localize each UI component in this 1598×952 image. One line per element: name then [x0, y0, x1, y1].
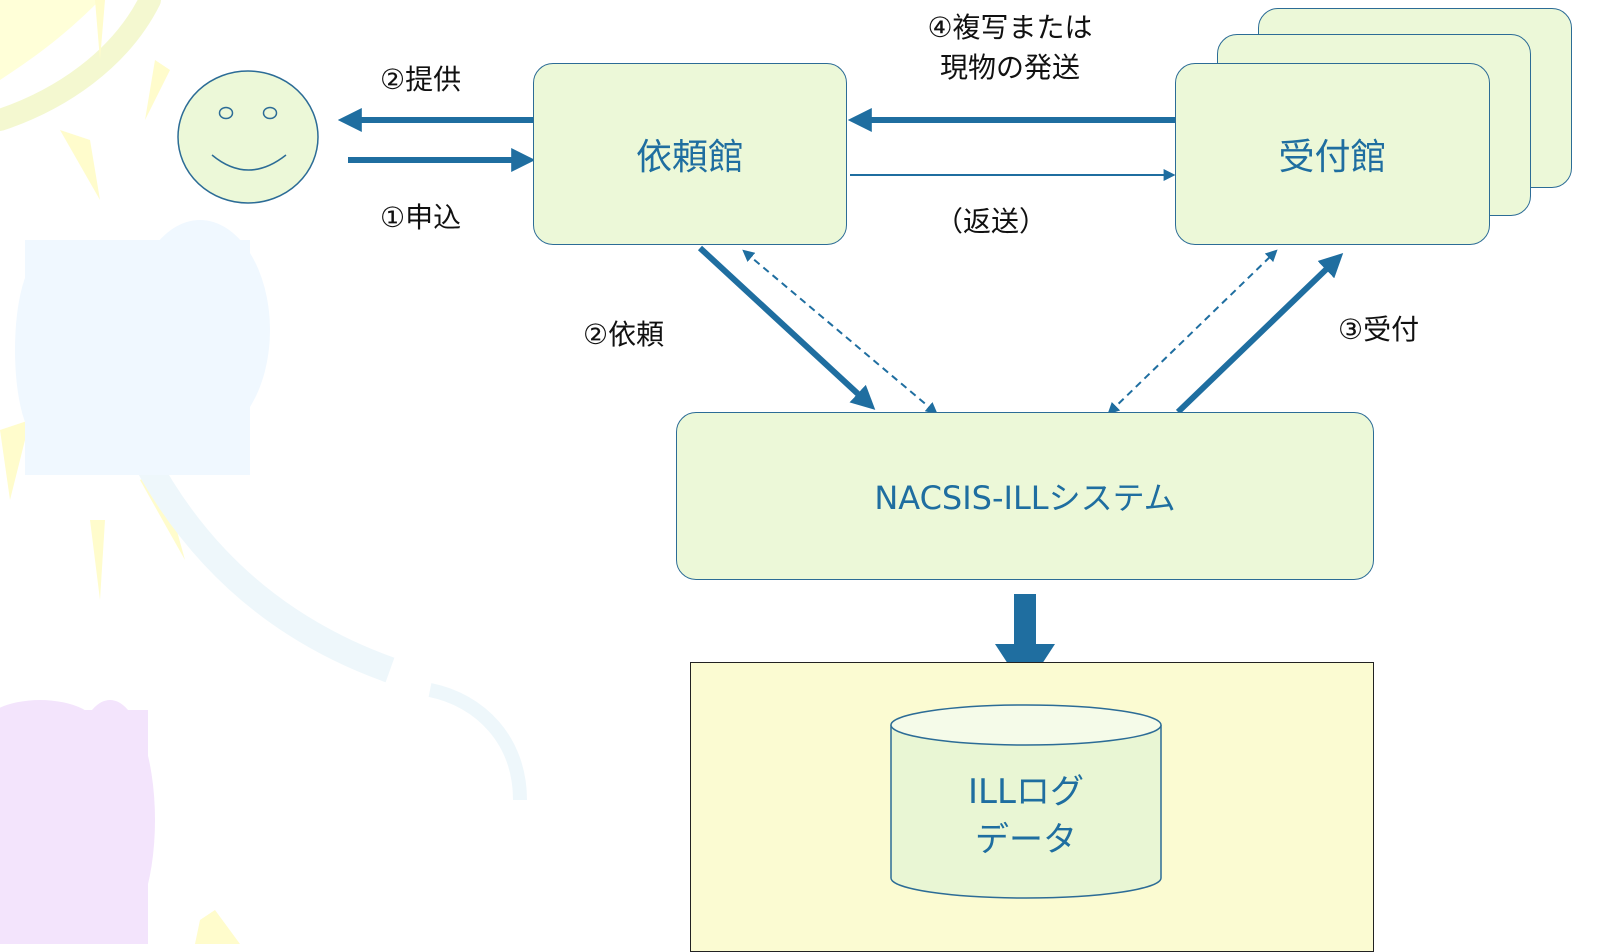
- requesting-library-node: 依頼館: [533, 63, 847, 245]
- log-data-line1: ILLログ: [968, 772, 1084, 812]
- apply-label: ①申込: [380, 201, 462, 234]
- nacsis-system-label: NACSIS-ILLシステム: [874, 479, 1176, 517]
- arrow-requesting-dashed: [742, 249, 938, 415]
- provide-label: ②提供: [380, 63, 462, 96]
- requesting-library-label: 依頼館: [635, 137, 744, 178]
- arrow-receiving-dashed: [1107, 249, 1278, 415]
- ship-label: ④複写または 現物の発送: [855, 8, 1165, 88]
- ship-label-line2: 現物の発送: [939, 51, 1080, 84]
- request-label: ②依頼: [583, 318, 665, 351]
- log-data-line2: データ: [975, 820, 1077, 860]
- accept-label: ③受付: [1338, 313, 1420, 346]
- receiving-library-label: 受付館: [1278, 137, 1387, 178]
- ship-label-line1: ④複写または: [927, 11, 1093, 44]
- return-label: （返送）: [935, 205, 1048, 238]
- log-data-label: ILLログ データ: [891, 768, 1161, 864]
- nacsis-system-node: NACSIS-ILLシステム: [676, 412, 1374, 580]
- receiving-library-node: 受付館: [1175, 63, 1490, 245]
